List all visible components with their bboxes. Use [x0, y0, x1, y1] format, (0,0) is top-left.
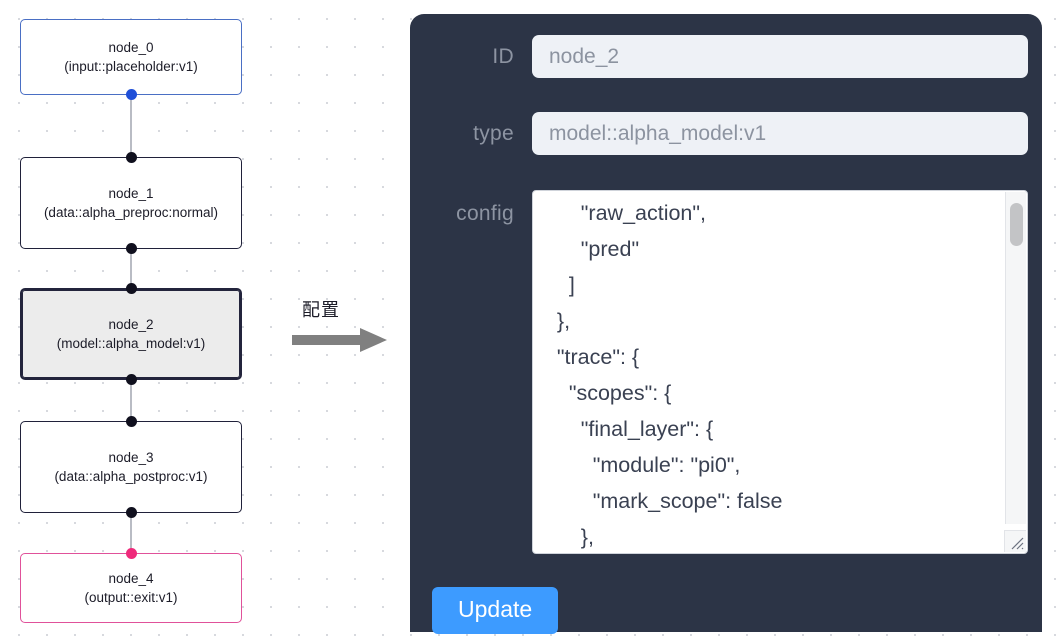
graph-node-handle-node_0-source[interactable]: [126, 89, 137, 100]
node-graph-canvas[interactable]: node_0 (input::placeholder:v1) node_1 (d…: [0, 0, 292, 643]
graph-node-label: node_3 (data::alpha_postproc:v1): [54, 450, 208, 484]
graph-node-handle-node_3-source[interactable]: [126, 507, 137, 518]
graph-node-label: node_4 (output::exit:v1): [84, 571, 178, 605]
graph-node-node_4[interactable]: node_4 (output::exit:v1): [20, 553, 242, 623]
node-config-panel: ID type config "raw_action", "pred" ] },…: [410, 14, 1042, 634]
graph-node-node_2[interactable]: node_2 (model::alpha_model:v1): [20, 288, 242, 380]
graph-node-label: node_0 (input::placeholder:v1): [64, 40, 198, 74]
graph-node-handle-node_4-target[interactable]: [126, 548, 137, 559]
graph-node-handle-node_2-source[interactable]: [126, 374, 137, 385]
update-button[interactable]: Update: [432, 587, 559, 634]
id-input[interactable]: [532, 35, 1028, 78]
field-row-id: ID: [410, 35, 1042, 78]
config-scrollbar-thumb[interactable]: [1010, 203, 1023, 246]
id-field-label: ID: [492, 44, 514, 68]
flow-arrow-group: 配置: [292, 296, 402, 362]
graph-edge-node_1-node_2: [130, 243, 132, 294]
graph-node-label: node_2 (model::alpha_model:v1): [56, 317, 206, 351]
graph-node-node_0[interactable]: node_0 (input::placeholder:v1): [20, 19, 242, 95]
graph-node-node_1[interactable]: node_1 (data::alpha_preproc:normal): [20, 157, 242, 249]
graph-node-node_3[interactable]: node_3 (data::alpha_postproc:v1): [20, 421, 242, 513]
arrow-right-icon: [292, 328, 387, 352]
graph-edge-node_2-node_3: [130, 374, 132, 427]
graph-node-handle-node_3-target[interactable]: [126, 416, 137, 427]
config-resize-handle[interactable]: [1004, 530, 1026, 552]
config-textarea-wrapper[interactable]: "raw_action", "pred" ] }, "trace": { "sc…: [532, 190, 1028, 554]
graph-node-handle-node_1-source[interactable]: [126, 243, 137, 254]
graph-node-handle-node_2-target[interactable]: [126, 283, 137, 294]
field-row-type: type: [410, 112, 1042, 155]
graph-node-label: node_1 (data::alpha_preproc:normal): [43, 186, 219, 220]
type-input[interactable]: [532, 112, 1028, 155]
config-field-label: config: [456, 202, 514, 225]
config-textarea[interactable]: "raw_action", "pred" ] }, "trace": { "sc…: [556, 201, 783, 549]
config-scrollbar[interactable]: [1005, 192, 1026, 524]
flow-arrow-caption: 配置: [302, 300, 340, 321]
graph-edge-node_3-node_4: [130, 507, 132, 559]
graph-edge-node_0-node_1: [130, 89, 132, 163]
graph-node-handle-node_1-target[interactable]: [126, 152, 137, 163]
type-field-label: type: [473, 121, 514, 145]
field-row-config: config "raw_action", "pred" ] }, "trace"…: [410, 190, 1042, 554]
